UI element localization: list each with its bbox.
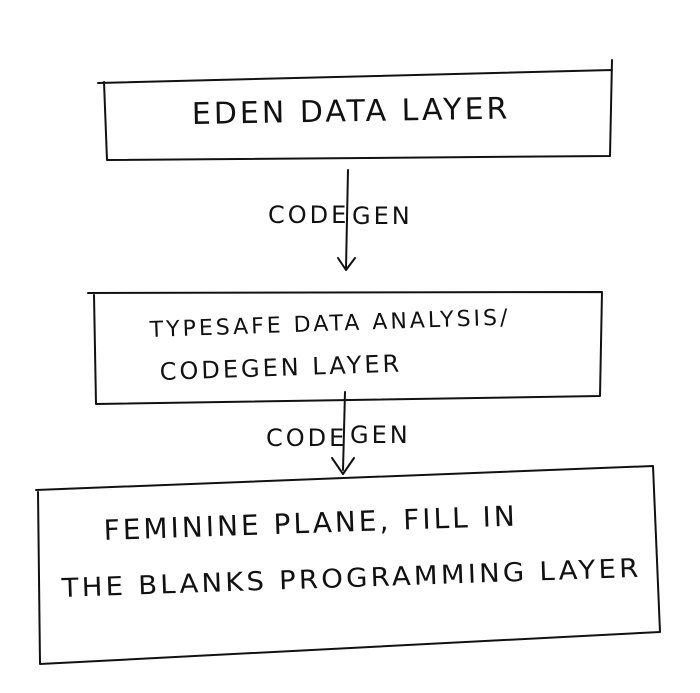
eden-data-layer-border (97, 59, 613, 161)
arrow-2-head (331, 457, 355, 475)
codegen-arrow-2: CODE GEN (266, 391, 411, 475)
arrow-2-shaft (342, 391, 346, 471)
arrow-1-label-right: GEN (352, 202, 413, 230)
typesafe-layer-label-line-2: CODEGEN LAYER (159, 350, 402, 386)
arrow-1-label-left: CODE (268, 201, 349, 229)
arrow-2-label-left: CODE (266, 424, 347, 452)
eden-data-layer-label: EDEN DATA LAYER (192, 91, 511, 132)
arrow-1-head (337, 257, 356, 271)
feminine-plane-layer-border (35, 465, 661, 665)
typesafe-layer-box: TYPESAFE DATA ANALYSIS/ CODEGEN LAYER (87, 291, 603, 405)
typesafe-layer-label-line-1: TYPESAFE DATA ANALYSIS/ (148, 305, 510, 343)
feminine-plane-layer-box: FEMININE PLANE, FILL IN THE BLANKS PROGR… (35, 465, 661, 665)
typesafe-layer-border (87, 291, 603, 405)
feminine-plane-layer-label-line-2: THE BLANKS PROGRAMMING LAYER (60, 554, 642, 604)
codegen-arrow-1: CODE GEN (268, 169, 413, 271)
arrow-1-shaft (345, 169, 349, 269)
feminine-plane-layer-label-line-1: FEMININE PLANE, FILL IN (103, 500, 518, 547)
arrow-2-label-right: GEN (350, 421, 411, 449)
eden-data-layer-box: EDEN DATA LAYER (97, 59, 613, 161)
